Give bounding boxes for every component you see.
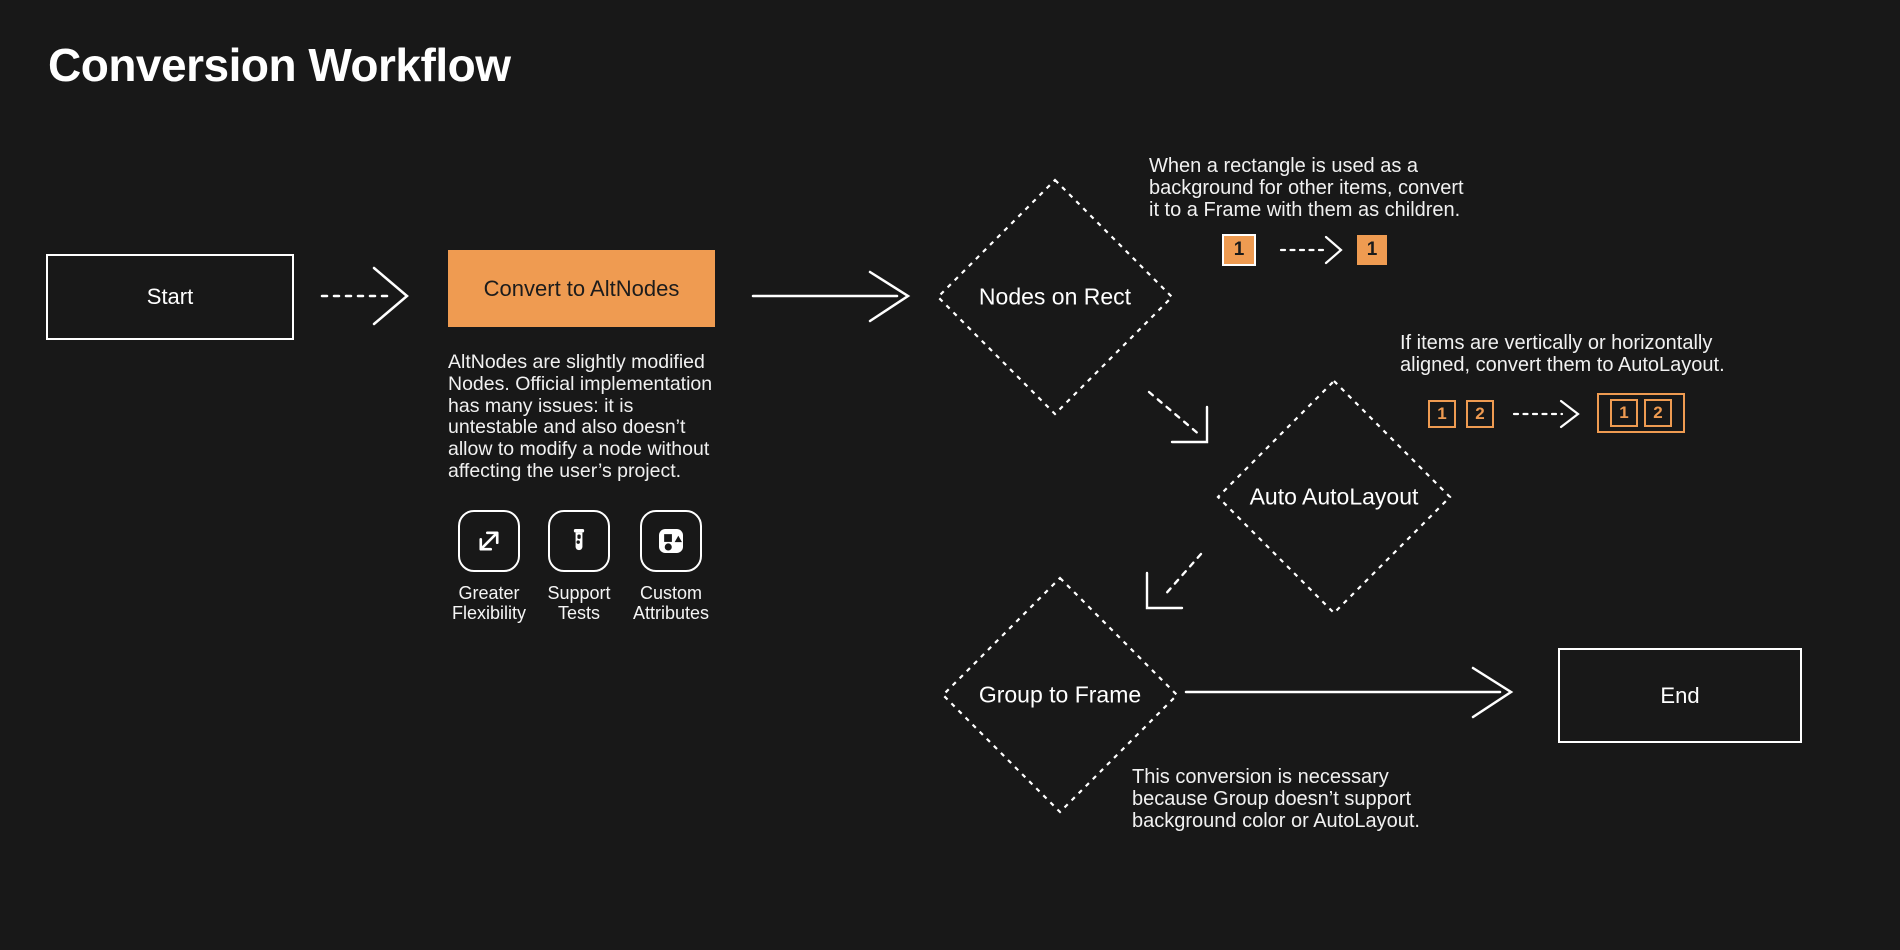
feature-card [548, 510, 610, 572]
arrow-nodes-to-autolayout [1147, 390, 1209, 444]
auto-autolayout-label: Auto AutoLayout [1249, 483, 1419, 510]
diamond-group-to-frame [941, 576, 1179, 814]
flow-node-convert-to-altnodes: Convert to AltNodes [448, 250, 715, 327]
feature-greater-flexibility: Greater Flexibility [437, 510, 541, 623]
auto-autolayout-note: If items are vertically or horizontally … [1400, 332, 1725, 376]
shapes-icon [659, 529, 683, 553]
autolayout-example-after-group: 1 2 [1597, 393, 1685, 433]
flow-node-start: Start [46, 254, 294, 340]
feature-label: Custom Attributes [632, 583, 710, 623]
start-label: Start [146, 284, 194, 309]
feature-label: Support Tests [547, 583, 611, 623]
group-to-frame-label: Group to Frame [978, 681, 1142, 708]
nodes-on-rect-note: When a rectangle is used as a background… [1149, 155, 1464, 221]
convert-label: Convert to AltNodes [483, 275, 680, 301]
nodes-on-rect-label: Nodes on Rect [978, 283, 1132, 310]
arrow-rect-example [1279, 235, 1343, 265]
feature-custom-attributes: Custom Attributes [621, 510, 721, 623]
autolayout-example-after-1: 1 [1610, 399, 1638, 427]
rect-example-after: 1 [1357, 235, 1387, 265]
arrow-convert-to-nodes-on-rect [751, 270, 911, 323]
diamond-nodes-on-rect [936, 178, 1174, 416]
test-tube-icon [573, 529, 585, 551]
autolayout-example-before-1: 1 [1428, 400, 1456, 428]
arrow-autolayout-example [1512, 399, 1580, 429]
page-title: Conversion Workflow [48, 39, 511, 91]
arrow-start-to-convert [320, 266, 409, 326]
autolayout-example-before-2: 2 [1466, 400, 1494, 428]
rect-example-before: 1 [1222, 234, 1256, 266]
feature-card [640, 510, 702, 572]
feature-card [458, 510, 520, 572]
flow-node-end: End [1558, 648, 1802, 743]
arrow-autolayout-to-group [1145, 552, 1203, 610]
expand-arrows-icon [479, 531, 499, 551]
feature-support-tests: Support Tests [531, 510, 627, 623]
feature-label: Greater Flexibility [451, 583, 526, 623]
group-to-frame-note: This conversion is necessary because Gro… [1132, 766, 1420, 832]
end-label: End [1660, 682, 1700, 708]
altnodes-description: AltNodes are slightly modified Nodes. Of… [448, 351, 713, 482]
arrow-group-to-end [1184, 666, 1514, 719]
autolayout-example-after-2: 2 [1644, 399, 1672, 427]
